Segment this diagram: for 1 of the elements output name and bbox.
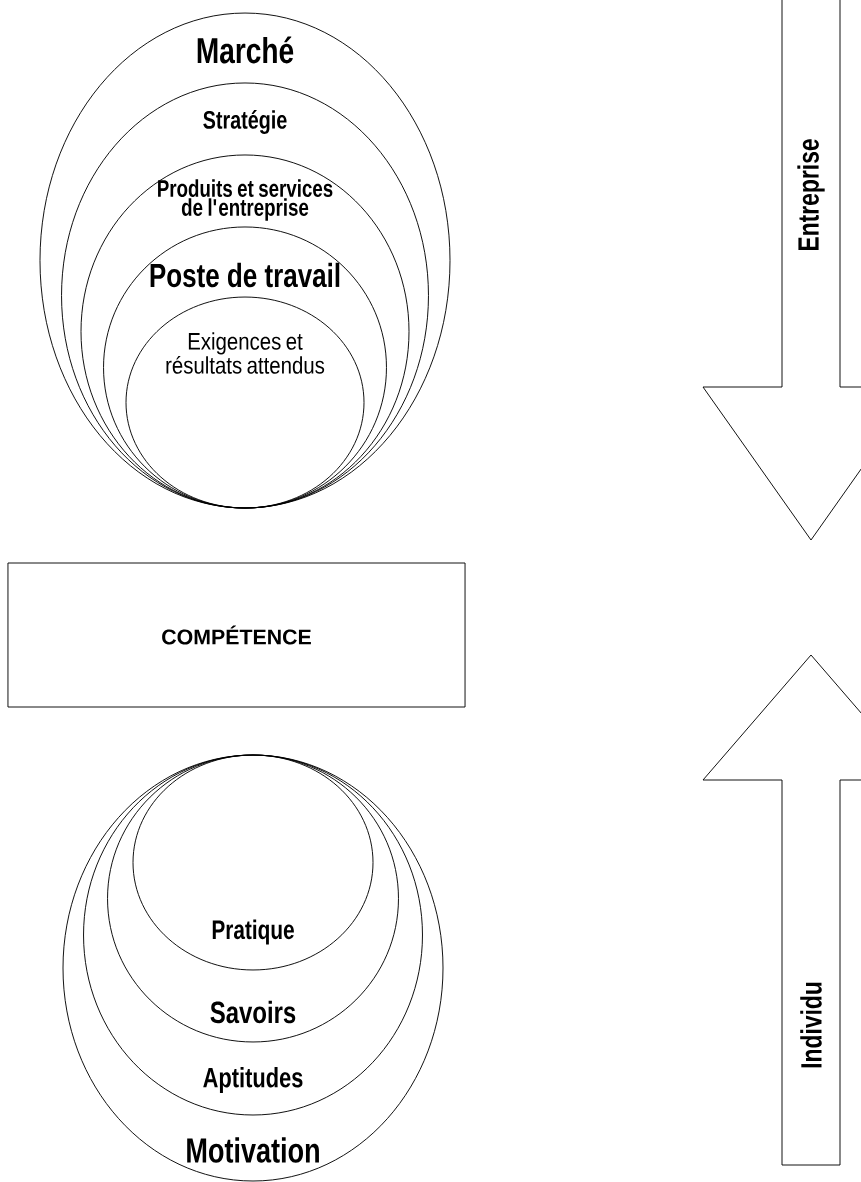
label-box: COMPÉTENCE bbox=[7, 562, 466, 708]
